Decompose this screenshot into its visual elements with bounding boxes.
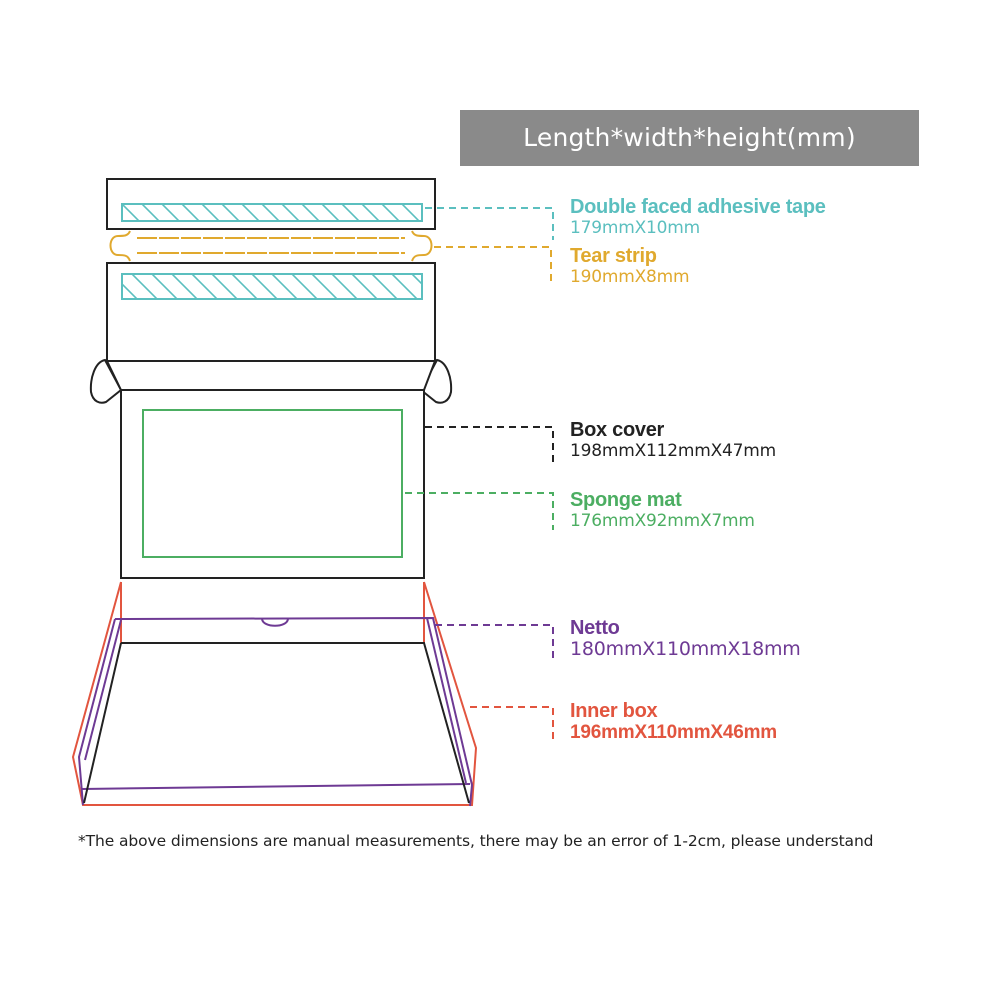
sponge-mat-shape <box>142 409 403 558</box>
component-title: Double faced adhesive tape <box>570 196 826 218</box>
component-title: Box cover <box>570 419 665 441</box>
dimensions-header-banner: Length*width*height(mm) <box>460 110 919 166</box>
component-dimensions: 179mmX10mm <box>570 218 700 238</box>
netto-shape <box>77 616 474 807</box>
lid-front-panel <box>106 262 436 362</box>
component-title: Inner box <box>570 700 658 722</box>
component-dimensions: 198mmX112mmX47mm <box>570 441 776 461</box>
ear-flaps <box>89 358 453 404</box>
label-netto: Netto 180mmX110mmX18mm <box>570 617 801 660</box>
component-dimensions: 190mmX8mm <box>570 267 690 287</box>
leader-lines <box>405 207 554 742</box>
label-box-cover: Box cover 198mmX112mmX47mm <box>570 419 776 462</box>
component-title: Sponge mat <box>570 489 682 511</box>
adhesive-tape-bottom <box>121 273 423 300</box>
component-dimensions: 180mmX110mmX18mm <box>570 638 801 660</box>
component-title: Netto <box>570 617 620 639</box>
box-cover-shape <box>105 360 437 579</box>
label-double-faced-adhesive-tape: Double faced adhesive tape 179mmX10mm <box>570 196 826 239</box>
inner-box-shape <box>71 581 478 806</box>
adhesive-tape-top <box>121 203 423 222</box>
inner-tray-shape <box>83 642 470 804</box>
component-dimensions: 176mmX92mmX7mm <box>570 511 755 531</box>
component-title: Tear strip <box>570 245 657 267</box>
top-flap <box>106 178 436 230</box>
component-dimensions: 196mmX110mmX46mm <box>570 722 777 743</box>
label-inner-box: Inner box 196mmX110mmX46mm <box>570 700 777 743</box>
measurement-disclaimer: *The above dimensions are manual measure… <box>78 832 874 850</box>
label-tear-strip: Tear strip 190mmX8mm <box>570 245 690 288</box>
label-sponge-mat: Sponge mat 176mmX92mmX7mm <box>570 489 755 532</box>
tear-strip-shape <box>109 230 433 262</box>
